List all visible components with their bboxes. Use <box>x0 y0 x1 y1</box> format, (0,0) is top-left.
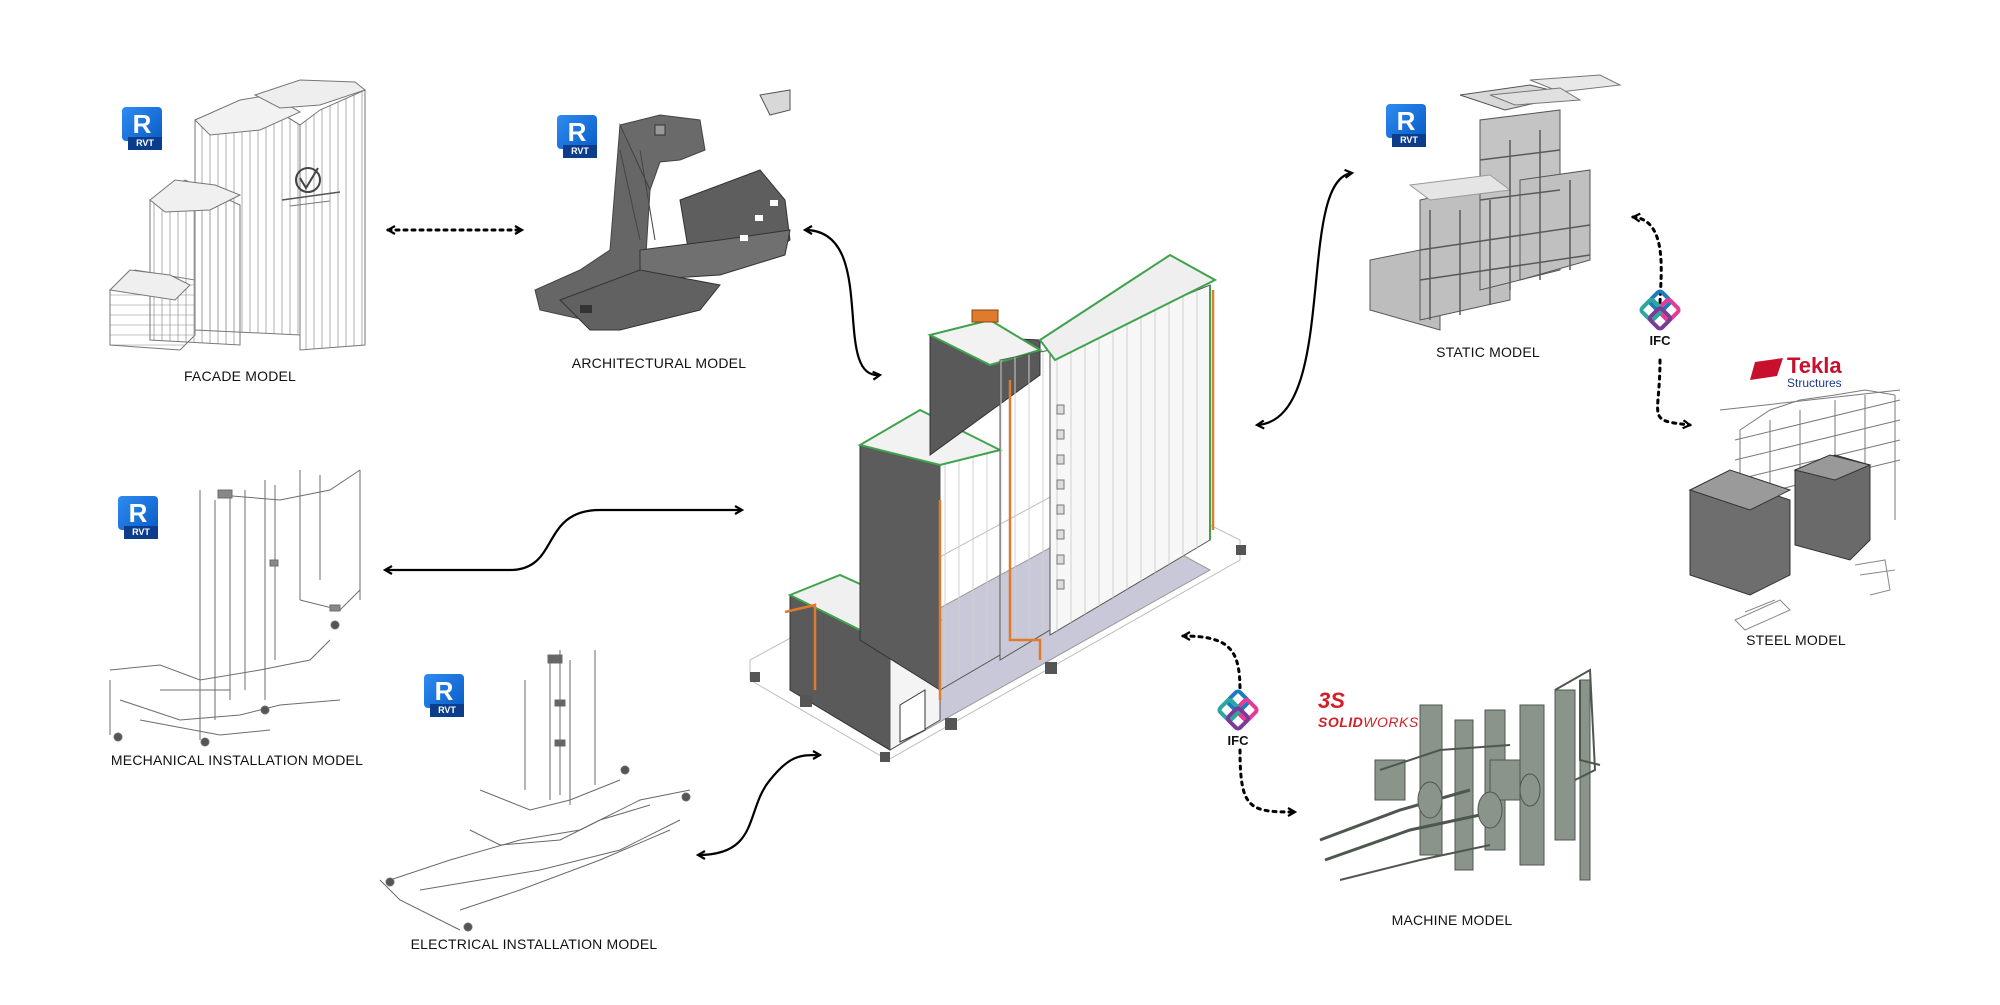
connector-central-static <box>1257 173 1352 425</box>
steel-model-drawing <box>1688 389 1901 631</box>
label-static-model: STATIC MODEL <box>1436 344 1540 360</box>
revit-logo-icon: R RVT <box>424 674 468 720</box>
connector-electrical-central <box>698 755 820 855</box>
electrical-model-drawing <box>379 650 691 932</box>
label-architectural-model: ARCHITECTURAL MODEL <box>571 355 747 371</box>
connector-central-machine <box>1183 636 1295 812</box>
static-model-drawing <box>1369 74 1622 331</box>
mechanical-model-drawing <box>109 469 361 747</box>
label-facade-model: FACADE MODEL <box>183 368 297 384</box>
revit-logo-icon: R RVT <box>122 107 166 153</box>
label-electrical-installation-model: ELECTRICAL INSTALLATION MODEL <box>410 936 658 952</box>
revit-logo-icon: R RVT <box>557 115 601 161</box>
connector-architectural-central <box>805 230 880 375</box>
connectors <box>385 173 1690 855</box>
solidworks-logo: 3S SOLIDWORKS <box>1318 688 1419 730</box>
architectural-model-drawing <box>534 89 791 331</box>
label-machine-model: MACHINE MODEL <box>1391 912 1513 928</box>
tekla-logo: Tekla Structures <box>1787 353 1842 390</box>
connector-mechanical-central <box>385 510 742 570</box>
facade-model-drawing <box>108 79 367 351</box>
label-steel-model: STEEL MODEL <box>1746 632 1846 648</box>
revit-logo-icon: R RVT <box>1386 104 1430 150</box>
ifc-logo-central-machine <box>1217 689 1259 731</box>
revit-logo-icon: R RVT <box>118 496 162 542</box>
ifc-logo-static-steel <box>1639 289 1681 331</box>
ifc-badge: IFC <box>1227 733 1249 748</box>
machine-model-drawing <box>1319 668 1601 881</box>
connector-static-steel <box>1633 217 1690 425</box>
tekla-logo-icon <box>1750 358 1783 380</box>
ifc-badge: IFC <box>1649 333 1671 348</box>
central-building-drawing <box>749 253 1246 762</box>
label-mechanical-installation-model: MECHANICAL INSTALLATION MODEL <box>110 752 364 768</box>
